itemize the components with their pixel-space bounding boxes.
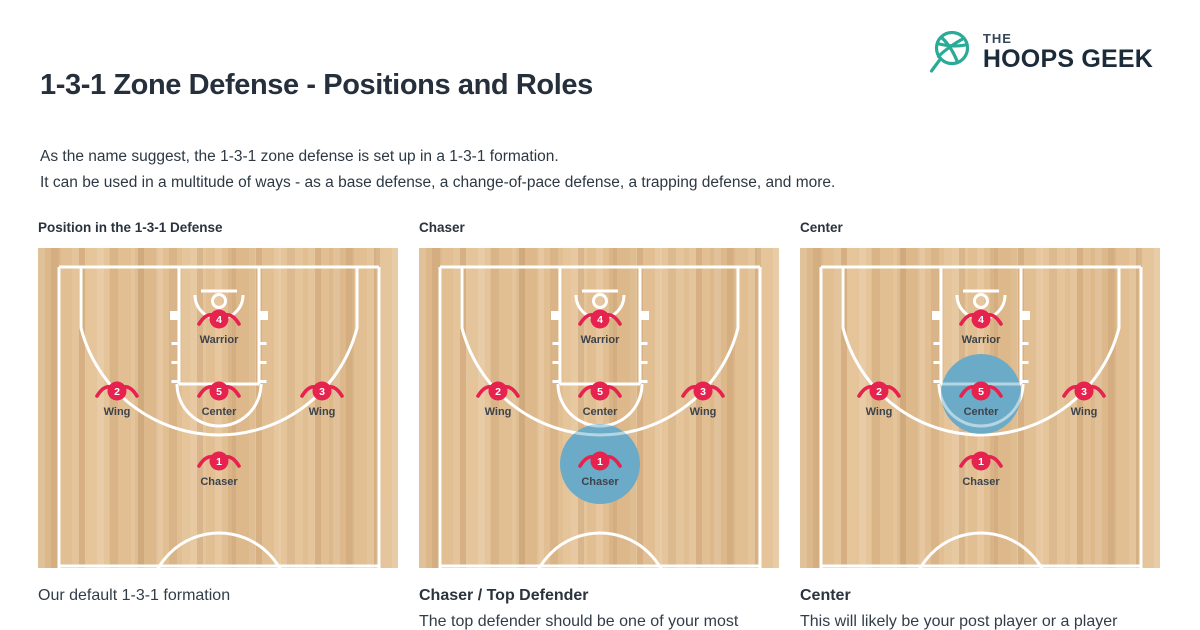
- caption-text: Our default 1-3-1 formation: [38, 587, 231, 604]
- caption-text: The top defender should be one of your m…: [419, 612, 739, 630]
- player-label: Center: [964, 406, 1000, 418]
- player-number: 2: [114, 386, 120, 398]
- player-circle: [590, 381, 610, 401]
- caption-title: Center: [800, 587, 851, 604]
- player-label: Chaser: [962, 476, 1000, 488]
- player-circle: [312, 381, 332, 401]
- player-circle: [1074, 381, 1094, 401]
- intro-paragraph: As the name suggest, the 1-3-1 zone defe…: [40, 144, 835, 195]
- player-label: Warrior: [962, 334, 1001, 346]
- page-title: 1-3-1 Zone Defense - Positions and Roles: [40, 69, 593, 101]
- brand-logo[interactable]: THE HOOPS GEEK: [927, 27, 1153, 76]
- player-number: 3: [319, 386, 325, 398]
- player-number: 1: [978, 456, 984, 468]
- player-label: Wing: [1071, 406, 1098, 418]
- player-label: Wing: [866, 406, 893, 418]
- player-circle: [590, 309, 610, 329]
- caption-title: Chaser / Top Defender: [419, 587, 589, 604]
- player-number: 5: [978, 386, 984, 398]
- panel-caption: Our default 1-3-1 formation: [38, 583, 398, 609]
- panel-heading: Chaser: [419, 220, 465, 235]
- player-number: 2: [495, 386, 501, 398]
- player-circle: [209, 381, 229, 401]
- brand-the: THE: [982, 30, 1012, 46]
- basketball-icon: [929, 30, 970, 73]
- intro-line-1: As the name suggest, the 1-3-1 zone defe…: [40, 148, 559, 165]
- brand-name: HOOPS GEEK: [982, 44, 1153, 73]
- player-label: Chaser: [200, 476, 238, 488]
- player-number: 2: [876, 386, 882, 398]
- player-label: Center: [583, 406, 619, 418]
- player-label: Center: [202, 406, 238, 418]
- player-number: 3: [1081, 386, 1087, 398]
- panel-heading: Position in the 1-3-1 Defense: [38, 220, 223, 235]
- player-circle: [869, 381, 889, 401]
- panel-heading: Center: [800, 220, 843, 235]
- intro-line-2: It can be used in a multitude of ways - …: [40, 173, 836, 191]
- player-circle: [590, 451, 610, 471]
- player-number: 3: [700, 386, 706, 398]
- player-number: 4: [978, 314, 984, 326]
- player-label: Wing: [690, 406, 717, 418]
- player-number: 1: [597, 456, 603, 468]
- player-number: 1: [216, 456, 222, 468]
- player-number: 4: [597, 314, 603, 326]
- panel-caption: Chaser / Top Defender The top defender s…: [419, 583, 779, 630]
- player-circle: [971, 451, 991, 471]
- player-label: Wing: [309, 406, 336, 418]
- player-label: Wing: [104, 406, 131, 418]
- player-label: Chaser: [581, 476, 619, 488]
- player-label: Wing: [485, 406, 512, 418]
- player-circle: [693, 381, 713, 401]
- player-number: 5: [216, 386, 222, 398]
- player-label: Warrior: [581, 334, 620, 346]
- player-circle: [971, 381, 991, 401]
- player-circle: [488, 381, 508, 401]
- player-number: 5: [597, 386, 603, 398]
- caption-text: This will likely be your post player or …: [800, 612, 1118, 630]
- panel-caption: Center This will likely be your post pla…: [800, 583, 1160, 630]
- player-circle: [971, 309, 991, 329]
- player-circle: [209, 309, 229, 329]
- player-circle: [209, 451, 229, 471]
- player-number: 4: [216, 314, 222, 326]
- player-label: Warrior: [200, 334, 239, 346]
- player-circle: [107, 381, 127, 401]
